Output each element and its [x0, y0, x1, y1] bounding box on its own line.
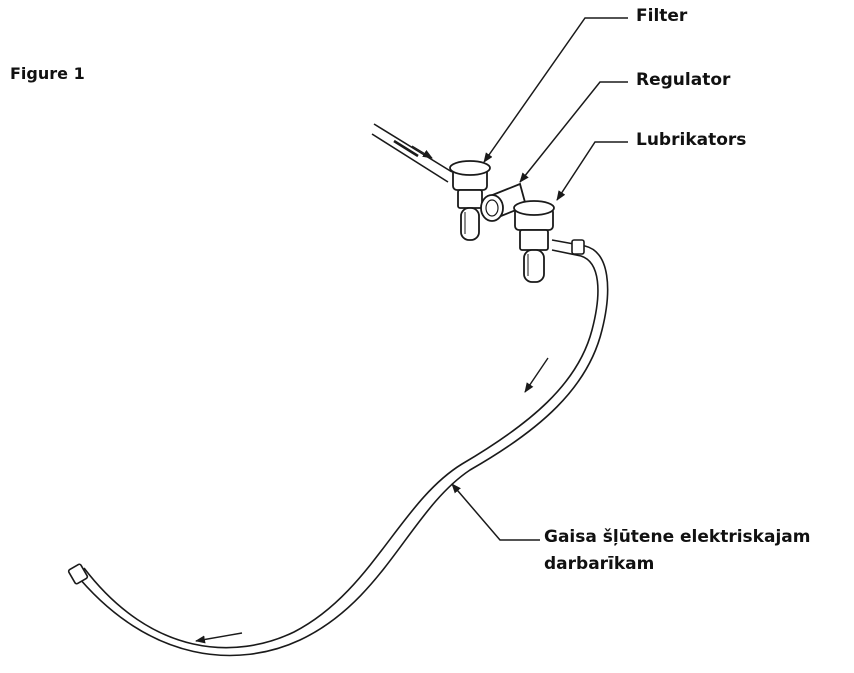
inlet-pipe: [371, 123, 453, 183]
flow-arrow-lower: [195, 632, 243, 644]
hose-end-fitting: [67, 563, 89, 585]
filter-unit: [449, 160, 491, 241]
hose-coupling: [571, 239, 585, 255]
regulator-label: Regulator: [636, 70, 731, 90]
leader-filter: [483, 17, 628, 163]
flow-arrow-upper: [524, 357, 549, 393]
filter-label: Filter: [636, 6, 688, 26]
hose-label: Gaisa šļūtene elektriskajam darbarīkam: [544, 524, 844, 578]
leader-lines: [451, 17, 628, 541]
hose-label-line2: darbarīkam: [544, 554, 655, 574]
air-hose: [73, 239, 609, 657]
leader-hose: [451, 483, 540, 541]
leader-regulator: [519, 81, 628, 183]
hose-label-line1: Gaisa šļūtene elektriskajam: [544, 527, 811, 547]
lubricator-unit: [513, 200, 555, 283]
figure-title: Figure 1: [10, 64, 85, 83]
leader-lubricators: [556, 141, 628, 201]
lubricators-label: Lubrikators: [636, 130, 747, 150]
flow-arrows: [195, 357, 549, 644]
